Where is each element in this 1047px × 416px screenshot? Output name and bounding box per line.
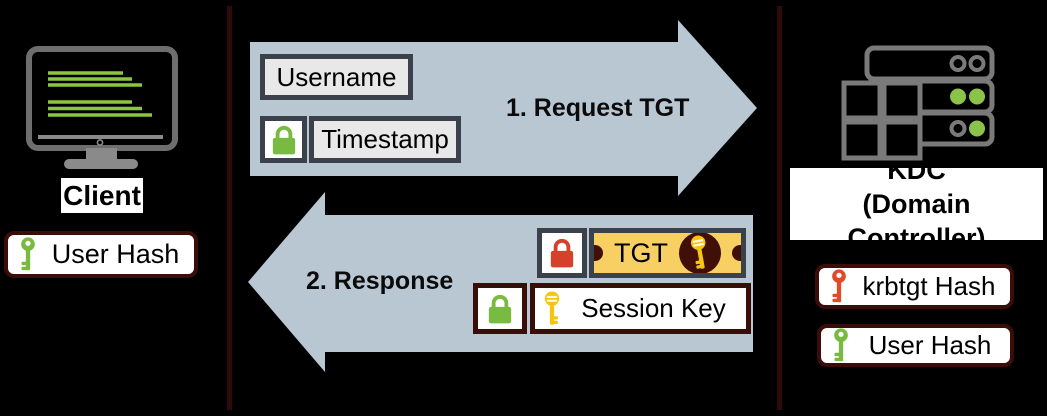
timestamp-unit: Timestamp [260,116,461,163]
kdc-user-hash-badge: User Hash [817,324,1014,367]
client-user-hash-label: User Hash [51,239,180,269]
gold-key-in-circle-icon [679,233,721,273]
red-key-icon [830,269,848,305]
client-title: Client [61,178,143,213]
session-key-box: Session Key [530,283,751,334]
session-key-label: Session Key [581,293,726,323]
green-key-icon [832,328,850,364]
username-box: Username [260,54,413,100]
timestamp-box: Timestamp [309,116,461,163]
green-lock-icon [267,124,301,156]
username-label: Username [276,61,397,92]
kdc-krbtgt-hash-badge: krbtgt Hash [815,264,1014,309]
krbtgt-hash-label: krbtgt Hash [862,271,996,301]
request-arrow-label: 1. Request TGT [506,94,690,122]
timestamp-label: Timestamp [321,124,449,154]
response-arrow-label: 2. Response [306,267,454,295]
kdc-user-hash-label: User Hash [868,330,992,360]
red-lock-icon [545,237,579,269]
tgt-ticket: TGT [589,228,746,278]
lane-divider-left [227,6,232,410]
green-key-icon [19,237,37,273]
tgt-label: TGT [614,237,668,268]
kdc-title: KDC (Domain Controller) [790,155,1043,253]
lane-divider-right [777,6,782,410]
tgt-lock-cell [537,228,587,278]
session-key-unit: Session Key [473,283,751,334]
client-user-hash-badge: User Hash [4,231,198,278]
client-title-text: Client [63,179,141,211]
session-key-lock-cell [473,283,527,334]
kdc-server-icon [841,45,995,161]
tgt-unit: TGT [537,228,746,278]
client-monitor-icon [26,46,178,169]
timestamp-lock-cell [260,116,307,163]
kdc-title-line2: (Domain Controller) [847,189,986,253]
green-lock-icon [483,293,517,325]
gold-key-icon [543,291,561,327]
kdc-title-line1: KDC [887,155,946,185]
